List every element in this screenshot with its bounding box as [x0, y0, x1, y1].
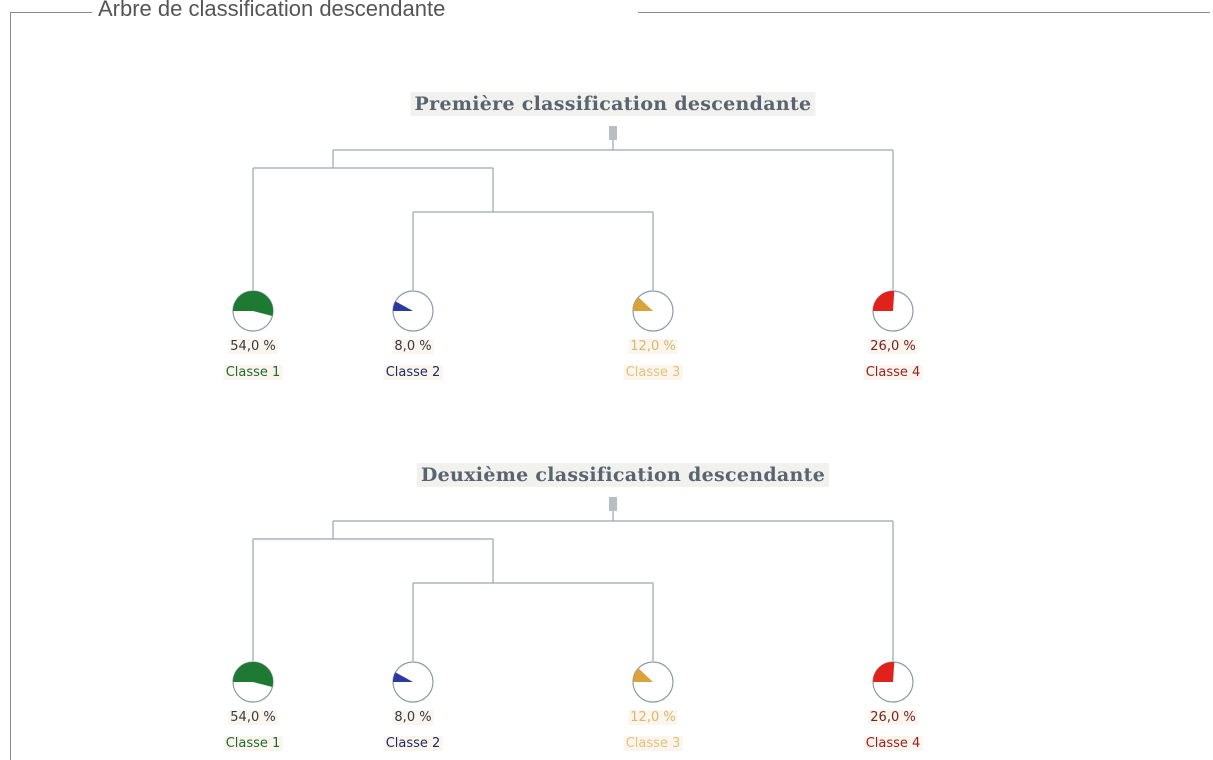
tree-title: Première classification descendante [410, 92, 816, 116]
leaf-class-label: Classe 2 [383, 736, 443, 751]
leaf-percent: 54,0 % [228, 339, 278, 354]
pie-leaf-sector [633, 297, 653, 311]
frame-border-top-left [10, 12, 92, 13]
pie-leaf-sector [393, 301, 413, 311]
pie-leaf-sector [633, 668, 653, 682]
leaf-class-label: Classe 4 [863, 365, 923, 380]
pie-leaf-sector [232, 662, 274, 687]
leaf-percent: 54,0 % [228, 710, 278, 725]
root-node-marker [609, 497, 617, 511]
leaf-percent: 8,0 % [392, 710, 434, 725]
dendrogram [232, 497, 914, 703]
pie-leaf-sector [393, 672, 413, 682]
leaf-percent: 8,0 % [392, 339, 434, 354]
root-node-marker [609, 126, 617, 140]
frame-border-top-right [638, 12, 1210, 13]
dendrogram [232, 126, 914, 332]
pie-leaf-sector [873, 291, 895, 311]
panel-title: Arbre de classification descendante [98, 0, 446, 21]
leaf-class-label: Classe 3 [623, 736, 683, 751]
pie-leaf-sector [233, 291, 274, 316]
leaf-percent: 12,0 % [628, 710, 678, 725]
leaf-class-label: Classe 4 [863, 736, 923, 751]
leaf-class-label: Classe 2 [383, 365, 443, 380]
leaf-percent: 26,0 % [868, 339, 918, 354]
leaf-percent: 12,0 % [628, 339, 678, 354]
leaf-class-label: Classe 1 [223, 365, 283, 380]
frame-border-left [10, 12, 11, 760]
leaf-percent: 26,0 % [868, 710, 918, 725]
leaf-class-label: Classe 1 [223, 736, 283, 751]
leaf-class-label: Classe 3 [623, 365, 683, 380]
pie-leaf-sector [873, 662, 895, 682]
tree-title: Deuxième classification descendante [416, 463, 830, 487]
